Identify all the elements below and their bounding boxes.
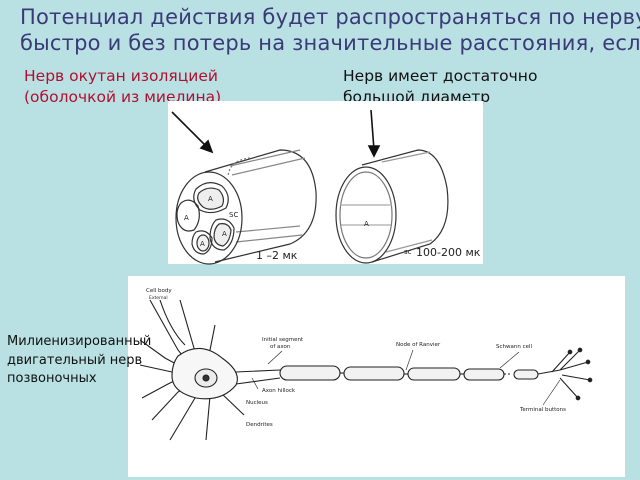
axon-hillock-label: Axon hillock bbox=[262, 388, 296, 394]
diameter-pointer-arrow bbox=[367, 109, 381, 158]
myelinated-label-line-3: позвоночных bbox=[7, 371, 97, 386]
schwann-cell-label: Schwann cell bbox=[496, 344, 533, 350]
axon-label-a2: A bbox=[184, 214, 189, 222]
myelinated-nerve-label: Милиенизированный двигательный нерв позв… bbox=[7, 333, 151, 389]
myelin-label-line-1: Нерв окутан изоляцией bbox=[24, 67, 218, 85]
dendrites-label: Dendrites bbox=[246, 422, 273, 428]
axon-label-a4: A bbox=[200, 240, 205, 248]
cell-body-label: Cell body bbox=[146, 288, 172, 294]
giant-axon-label-sc: sc bbox=[404, 248, 412, 256]
neuron-diagram-labels: Cell body External Initial segment of ax… bbox=[146, 288, 566, 428]
axon-label-a1: A bbox=[208, 195, 213, 203]
giant-axon-label-a: A bbox=[364, 220, 369, 228]
title-line-1: Потенциал действия будет распространятьс… bbox=[20, 5, 640, 29]
myelinated-label-line-1: Милиенизированный bbox=[7, 334, 152, 349]
small-myelinated-nerve-drawing bbox=[175, 149, 317, 265]
myelin-pointer-arrow bbox=[171, 111, 214, 154]
giant-axon-labels: A sc bbox=[364, 220, 412, 256]
motor-neuron-drawing bbox=[139, 299, 593, 441]
small-nerve-labels: A A A A SC bbox=[184, 195, 238, 248]
schwann-label-sc: SC bbox=[229, 211, 238, 219]
axon-label-a3: A bbox=[222, 230, 227, 238]
giant-axon-size-label: 100-200 мк bbox=[416, 246, 481, 259]
nucleus-label: Nucleus bbox=[246, 400, 268, 406]
initial-segment-label-2: of axon bbox=[270, 344, 291, 350]
cell-body-sub-label: External bbox=[149, 295, 168, 301]
myelinated-label-line-2: двигательный нерв bbox=[7, 352, 143, 368]
node-of-ranvier-label: Node of Ranvier bbox=[396, 342, 441, 348]
initial-segment-label: Initial segment bbox=[262, 337, 304, 343]
title-line-2: быстро и без потерь на значительные расс… bbox=[20, 31, 640, 55]
diameter-label-line-1: Нерв имеет достаточно bbox=[343, 67, 538, 85]
slide-title: Потенциал действия будет распространятьс… bbox=[20, 4, 640, 56]
giant-axon-drawing bbox=[335, 149, 449, 264]
terminal-buttons-label: Terminal buttons bbox=[519, 407, 566, 413]
small-nerve-size-label: 1 –2 мк bbox=[256, 249, 298, 262]
